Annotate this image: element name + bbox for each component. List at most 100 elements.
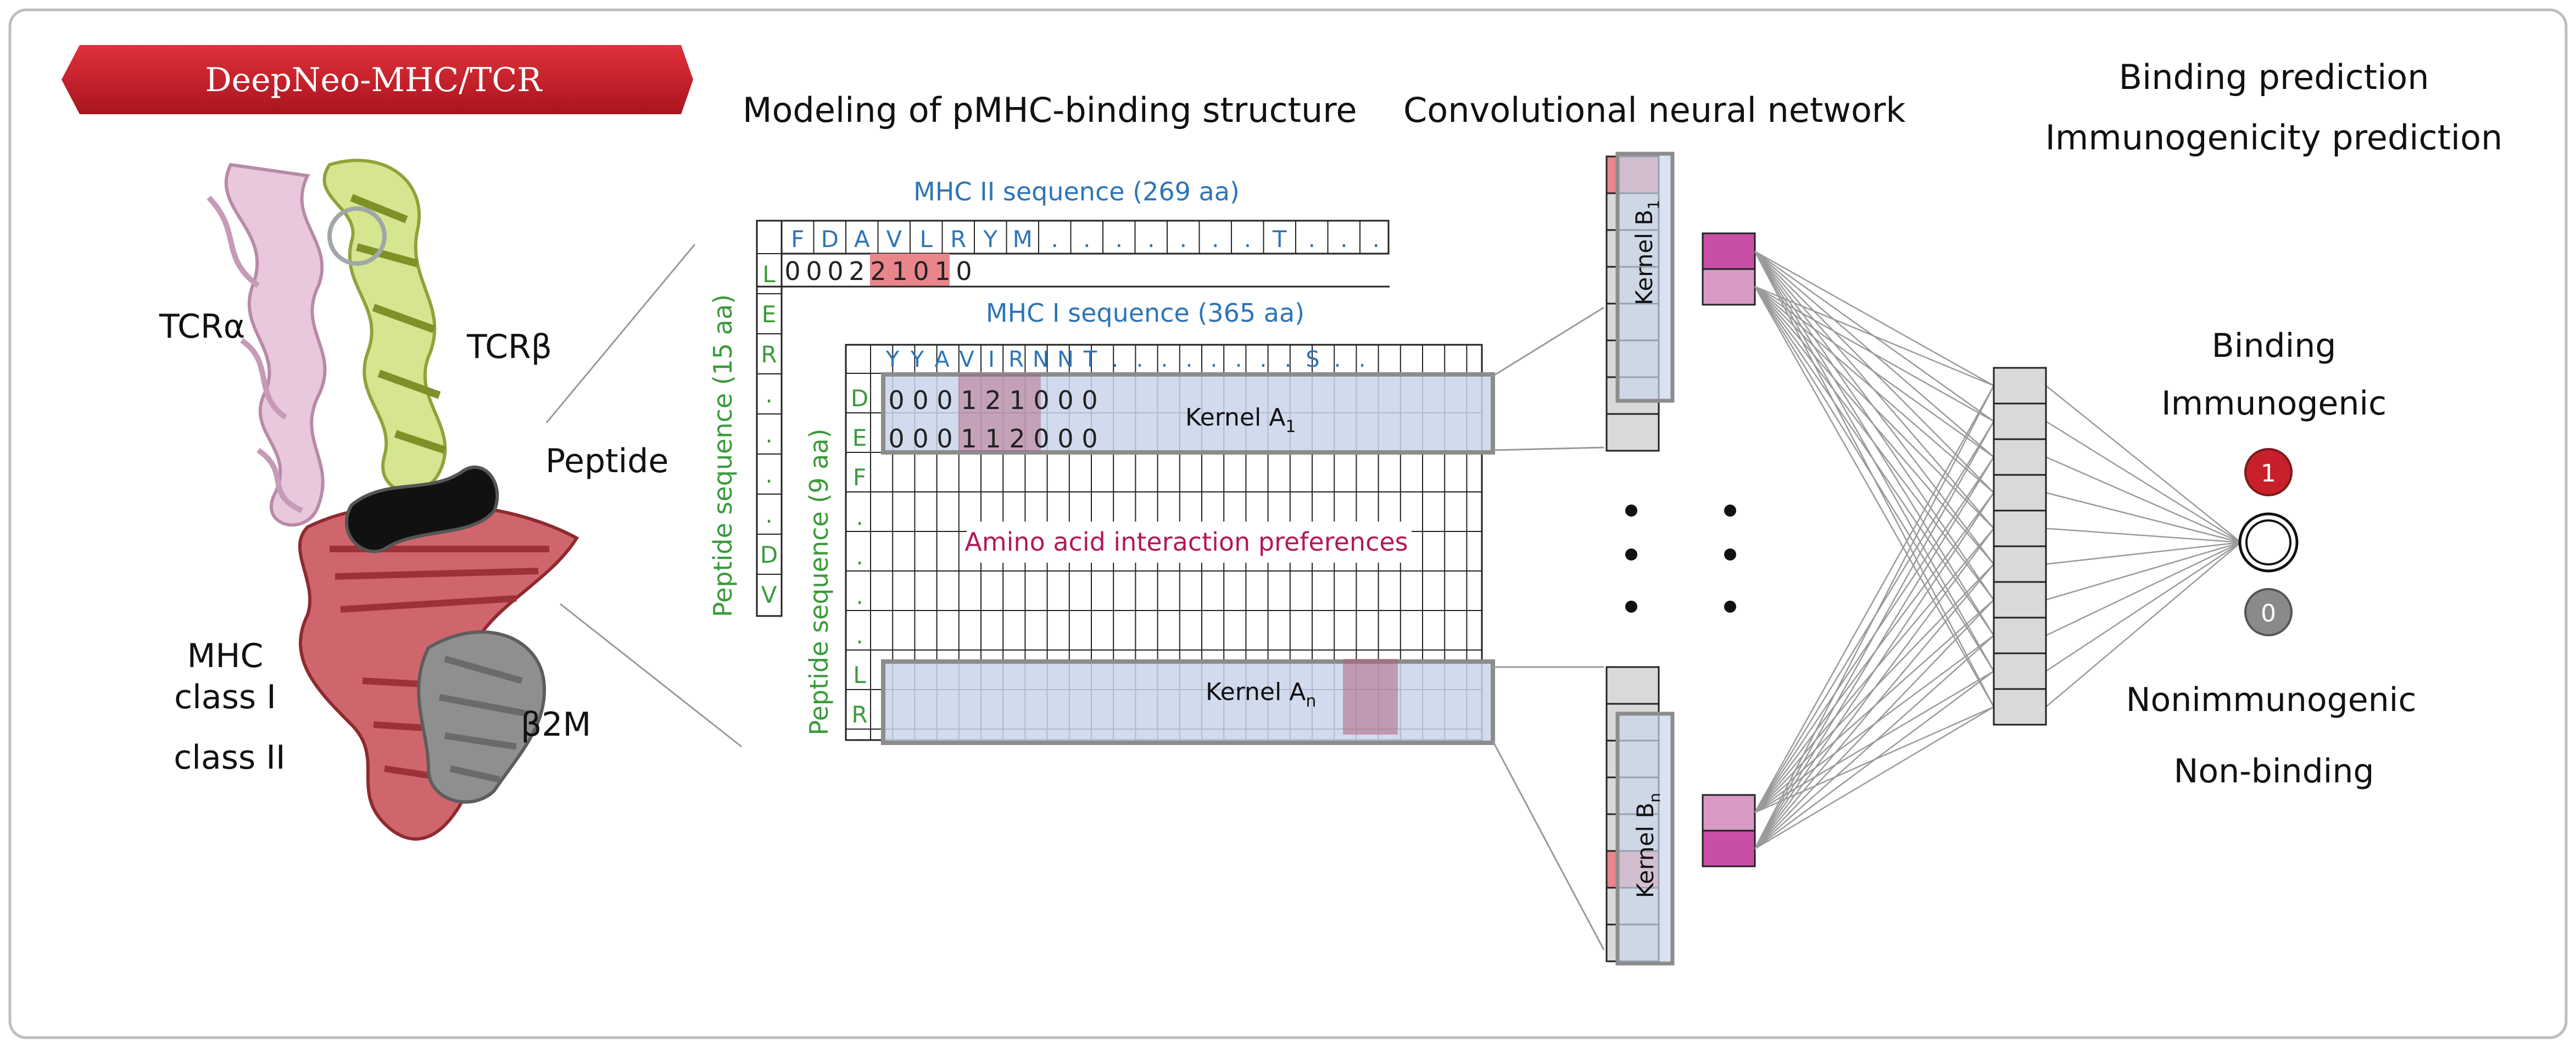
mhc2-col-label: .: [1180, 226, 1187, 253]
mhc2-col-label: .: [1116, 226, 1123, 253]
b2m-label: β2M: [521, 705, 591, 744]
mhc1-col-label: R: [1008, 347, 1024, 372]
mhc1-title: MHC I sequence (365 aa): [986, 298, 1304, 328]
mhc1-col-label: Y: [885, 347, 900, 372]
header-cnn: Convolutional neural network: [1403, 90, 1905, 130]
mhc1-row-e-value: 0: [936, 424, 952, 453]
mhc2-col-label: F: [791, 226, 804, 253]
mhc1-col-label: .: [1161, 347, 1168, 372]
dense-neuron: [1993, 367, 2047, 405]
kernel-a1-label: Kernel A1: [1185, 404, 1296, 436]
dense-neuron: [1993, 402, 2047, 440]
mhc2-col-label: .: [1340, 226, 1347, 253]
mhc2-row-label: V: [761, 581, 777, 608]
mhc1-row-e-value: 1: [985, 424, 1001, 453]
mhc2-cell-value: 0: [784, 256, 800, 286]
mhc1-row-e-value: 1: [961, 424, 977, 453]
mhc1-col-label: .: [1334, 347, 1341, 372]
fully-connected-lines: [1754, 250, 2242, 850]
mhc2-col-label: R: [950, 226, 966, 253]
fc-line: [1754, 251, 1994, 529]
mhc2-col-label: M: [1013, 226, 1033, 253]
mhc1-row-d-value: 0: [1057, 385, 1073, 415]
mhc1-col-label: .: [1211, 347, 1218, 372]
mhc1-col-label: Y: [910, 347, 924, 372]
mhc1-col-label: I: [988, 347, 995, 372]
mhc2-col-label: .: [1212, 226, 1219, 253]
interaction-preferences-label: Amino acid interaction preferences: [964, 527, 1408, 557]
mhc1-row-d-value: 1: [961, 385, 977, 415]
mhc1-col-label: T: [1083, 347, 1097, 372]
mhc2-col-label: L: [920, 226, 933, 253]
mhc2-cell-value: 1: [891, 256, 907, 286]
mhc2-col-label: .: [1244, 226, 1251, 253]
mhc2-col-label: .: [1147, 226, 1155, 253]
fc-line: [2045, 541, 2242, 565]
mhc2-cell-value: 2: [849, 256, 865, 286]
mhc1-row-d-value: 0: [888, 385, 904, 415]
mhc1-row-e-value: 0: [912, 424, 928, 453]
mhc1-col-label: .: [1136, 347, 1144, 372]
mhc1-col-label: .: [1186, 347, 1193, 372]
fc-line: [1754, 635, 1994, 814]
mhc2-cell-value: 1: [934, 256, 950, 286]
output-node-one-label: 1: [2261, 460, 2276, 488]
mhc-label-line2: class I: [174, 678, 276, 716]
kernel-b1-label: Kernel B1: [1631, 200, 1663, 305]
mhc1-row-d-value: 0: [936, 385, 952, 415]
mhc2-col-label: .: [1051, 226, 1058, 253]
fc-line: [1754, 599, 1994, 813]
mhc1-row-label: D: [851, 385, 868, 412]
nonimmunogenic-label: Nonimmunogenic: [2126, 681, 2417, 719]
mhc2-row-label: R: [761, 341, 777, 368]
kernel-b-band: [1615, 152, 1675, 403]
mhc-label-line3: class II: [174, 738, 285, 777]
mhc1-row-label: E: [852, 424, 867, 451]
zoom-line-bottom: [560, 603, 742, 748]
header-immunogenicity-prediction: Immunogenicity prediction: [2045, 117, 2503, 158]
mhc1-row-label: .: [856, 543, 863, 570]
kernel-an-band: [881, 659, 1495, 745]
mhc2-row-label: .: [765, 461, 772, 488]
peptide-label: Peptide: [545, 442, 668, 480]
connector-an-bottom: [1492, 741, 1605, 950]
protein-structure-illustration: [207, 159, 579, 841]
mhc1-col-label: V: [959, 347, 974, 372]
fc-line: [1754, 251, 1994, 565]
kernel-b-band: [1615, 712, 1675, 966]
mhc1-row-label: .: [856, 622, 863, 649]
mhc1-col-label: .: [1260, 347, 1267, 372]
mhc2-col-label: V: [886, 226, 902, 253]
fc-line: [1754, 250, 1994, 422]
title-badge: DeepNeo-MHC/TCR: [62, 45, 693, 114]
kernel-bn-label: Kernel Bn: [1632, 793, 1664, 898]
fc-line: [1754, 251, 1994, 458]
mhc2-col-label: T: [1272, 226, 1287, 253]
mhc2-cell-value: 0: [956, 256, 972, 286]
fc-line: [1754, 251, 1995, 672]
connector-a1-bottom: [1492, 446, 1604, 451]
dense-neuron: [1993, 581, 2047, 619]
mhc1-col-label: .: [1112, 347, 1119, 372]
mhc2-row-label: .: [765, 501, 772, 528]
mhc2-row-label: L: [762, 261, 776, 288]
fc-line: [1754, 250, 1994, 387]
dense-layer: [1993, 367, 2047, 726]
mhc2-row-label: D: [760, 541, 778, 568]
mhc1-col-label: S: [1306, 347, 1319, 372]
output-node-zero-label: 0: [2261, 600, 2276, 628]
dense-neuron: [1993, 652, 2047, 690]
kernel-a1-highlight: [958, 374, 1041, 451]
non-binding-label: Non-binding: [2174, 752, 2374, 791]
fc-line: [1754, 670, 1994, 814]
fc-line: [1754, 251, 1995, 636]
fc-line: [2045, 541, 2242, 672]
mhc2-cell-value: 0: [806, 256, 822, 286]
fc-line: [1754, 251, 1994, 494]
mhc1-row-e-value: 0: [888, 424, 904, 453]
mhc1-col-label: N: [1033, 347, 1049, 372]
mhc1-row-d-value: 0: [1081, 385, 1097, 415]
fc-line: [1754, 492, 1995, 813]
